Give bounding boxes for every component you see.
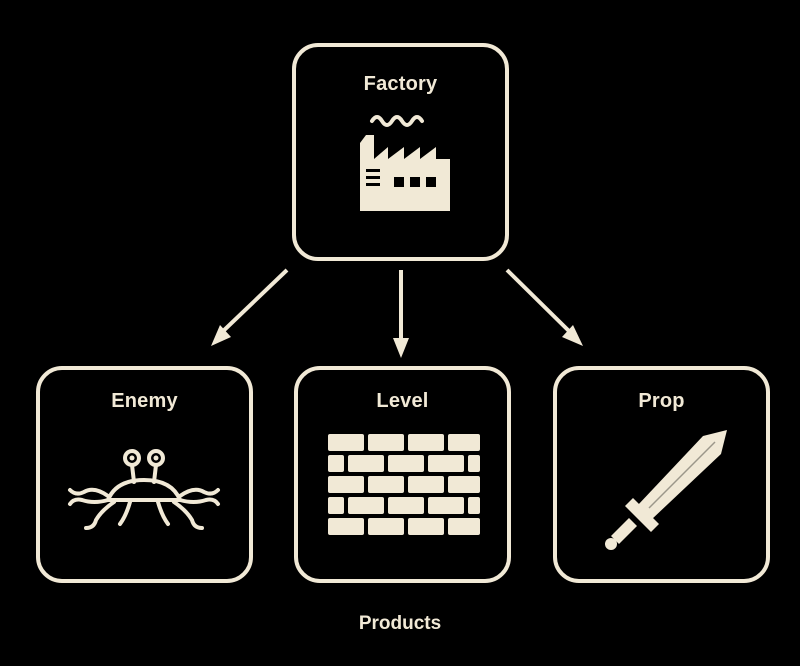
arrowhead-prop [562, 325, 583, 346]
arrow-factory-to-prop [505, 268, 575, 337]
enemy-label: Enemy [111, 390, 178, 412]
prop-node: Prop [553, 366, 770, 583]
level-label: Level [376, 390, 429, 412]
spaghetti-monster-icon [68, 449, 220, 530]
brick-wall-icon [328, 434, 480, 535]
arrowhead-enemy [211, 325, 231, 346]
factory-label: Factory [363, 73, 438, 95]
arrow-factory-to-enemy [217, 268, 289, 337]
factory-icon [360, 115, 450, 211]
enemy-node: Enemy [36, 366, 253, 583]
products-caption: Products [358, 613, 442, 634]
level-node: Level [294, 366, 511, 583]
sword-icon [605, 430, 727, 550]
factory-node: Factory [292, 43, 509, 261]
arrowhead-level [393, 338, 409, 358]
prop-label: Prop [638, 390, 685, 412]
